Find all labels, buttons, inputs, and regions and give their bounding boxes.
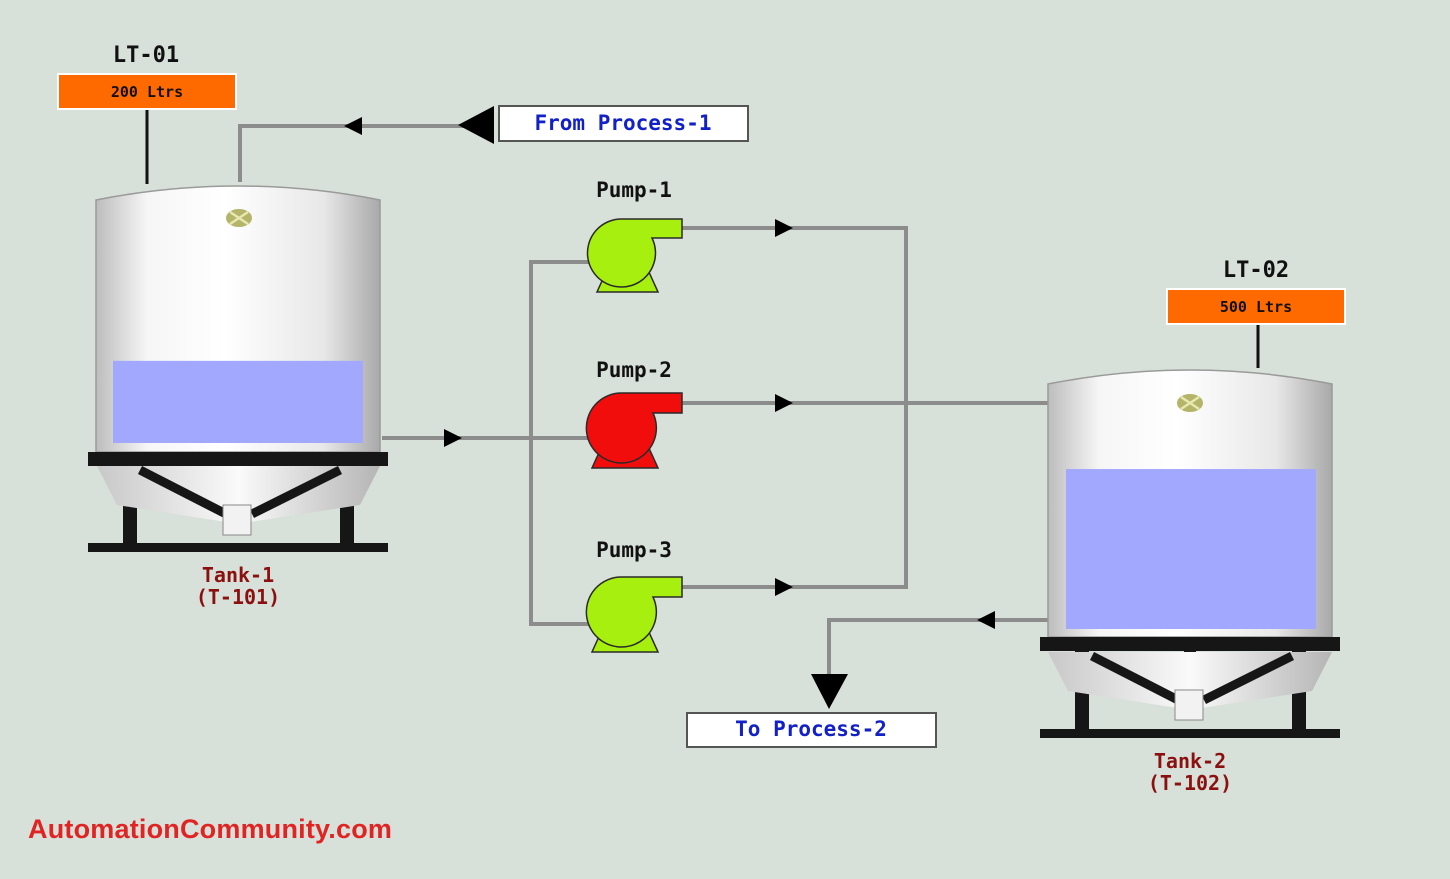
from-process-1-frame <box>498 105 749 142</box>
arrow-from-process-small <box>344 117 362 135</box>
tank-2-base <box>1040 729 1340 738</box>
tank-2-support-ring <box>1040 637 1340 651</box>
level-transmitter-lt02[interactable]: LT-02 500 Ltrs <box>1166 258 1346 368</box>
pump-3-casing <box>585 576 683 648</box>
pipe-from-process-1 <box>238 124 480 182</box>
arrow-pump2 <box>775 394 793 412</box>
tank-2-name: Tank-2 <box>1154 749 1226 773</box>
to-process-2-box[interactable]: To Process-2 <box>686 712 937 748</box>
pump-2[interactable]: Pump-2 <box>585 358 683 469</box>
pipe-pump1-discharge <box>682 226 908 589</box>
tank-1-liquid <box>113 360 363 443</box>
pump-3[interactable]: Pump-3 <box>585 538 683 653</box>
pipes <box>238 124 1048 676</box>
from-process-1-box[interactable]: From Process-1 <box>498 105 749 142</box>
tank-1-brace <box>249 465 343 519</box>
tank-1-support-ring <box>88 452 388 466</box>
from-process-1-label: From Process-1 <box>534 111 711 135</box>
watermark: AutomationCommunity.com <box>28 814 393 844</box>
tank-2-nozzle-icon <box>1177 394 1203 412</box>
pipe-suction-header <box>529 260 590 626</box>
arrow-pump1 <box>775 219 793 237</box>
tank-2-brace <box>1201 651 1295 705</box>
pipe-to-process-2 <box>827 618 1048 676</box>
pump-1-casing <box>586 218 683 288</box>
lt02-tag: LT-02 <box>1223 258 1289 283</box>
flow-arrows <box>344 106 995 709</box>
tank-2-brace <box>1089 651 1181 705</box>
arrow-tank1-outlet <box>444 429 462 447</box>
lt01-tag: LT-01 <box>113 43 179 68</box>
tank-1-brace <box>137 465 229 519</box>
tank-2-tag: (T-102) <box>1148 771 1232 795</box>
pump-1-label: Pump-1 <box>596 178 672 202</box>
lt01-value: 200 Ltrs <box>111 83 183 101</box>
tank-2-liquid <box>1066 469 1316 629</box>
arrow-to-process-big <box>811 674 848 709</box>
lt02-display <box>1166 288 1346 325</box>
tank-2[interactable]: Tank-2 (T-102) <box>1040 369 1340 795</box>
lt02-value: 500 Ltrs <box>1220 298 1292 316</box>
tank-1-name: Tank-1 <box>202 563 274 587</box>
tank-1-base <box>88 543 388 552</box>
tank-1-drain-valve <box>222 504 252 536</box>
lt01-display <box>57 73 237 110</box>
arrow-pump3 <box>775 578 793 596</box>
pump-1[interactable]: Pump-1 <box>586 178 683 293</box>
level-transmitter-lt01[interactable]: LT-01 200 Ltrs <box>57 43 237 184</box>
to-process-2-label: To Process-2 <box>735 717 887 741</box>
tank-1-nozzle-icon <box>226 209 252 227</box>
arrow-tank2-outlet <box>977 611 995 629</box>
pump-3-label: Pump-3 <box>596 538 672 562</box>
tank-1[interactable]: Tank-1 (T-101) <box>88 185 388 609</box>
pump-2-label: Pump-2 <box>596 358 672 382</box>
tank-2-drain-valve <box>1174 689 1204 721</box>
to-process-2-frame <box>686 712 937 748</box>
pump-2-casing <box>585 392 683 464</box>
arrow-from-process-big <box>458 106 494 144</box>
tank-1-tag: (T-101) <box>196 585 280 609</box>
